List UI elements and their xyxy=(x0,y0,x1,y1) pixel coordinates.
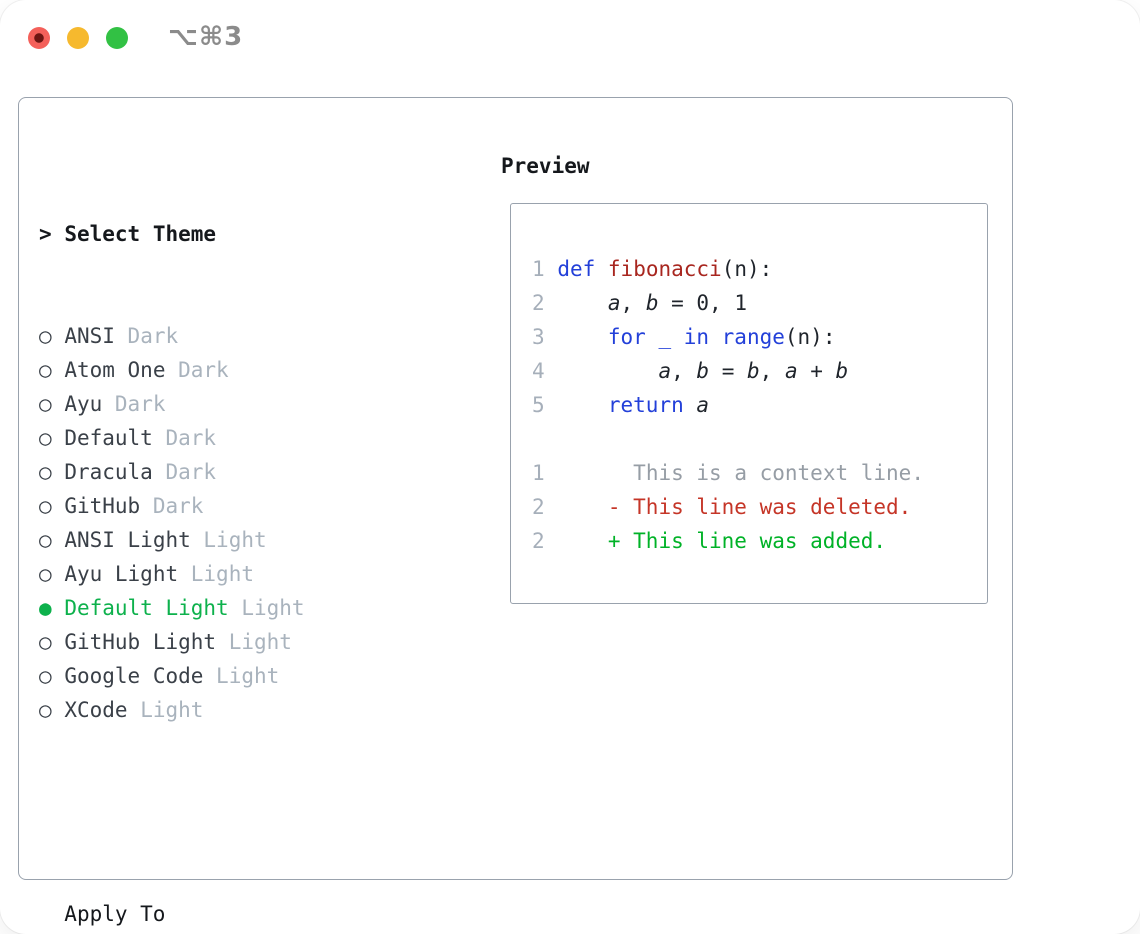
theme-name: Dracula xyxy=(64,460,153,484)
theme-selector-panel: > Select Theme ○ ANSI Dark○ Atom One Dar… xyxy=(18,97,1013,926)
theme-variant-tag: Light xyxy=(203,528,267,552)
code-line: 2 - This line was deleted. xyxy=(532,495,912,519)
radio-unselected-icon: ○ xyxy=(39,426,52,450)
theme-variant-tag: Light xyxy=(241,596,305,620)
theme-name: Atom One xyxy=(64,358,166,382)
theme-option[interactable]: ○ Google Code Light xyxy=(39,659,393,693)
theme-option[interactable]: ○ GitHub Light Light xyxy=(39,625,393,659)
theme-name: Ayu xyxy=(64,392,103,416)
code-preview: 1 def fibonacci(n): 2 a, b = 0, 1 3 for _ … xyxy=(532,252,924,558)
theme-name: ANSI xyxy=(64,324,115,348)
radio-unselected-icon: ○ xyxy=(39,630,52,654)
apply-to-header: Apply To xyxy=(39,897,393,931)
theme-option[interactable]: ○ Ayu Light Light xyxy=(39,557,393,591)
radio-unselected-icon: ○ xyxy=(39,562,52,586)
theme-list: ○ ANSI Dark○ Atom One Dark○ Ayu Dark○ De… xyxy=(39,319,393,727)
focus-marker-icon: > xyxy=(39,222,52,246)
code-line: 5 return a xyxy=(532,393,710,417)
code-line: 2 + This line was added. xyxy=(532,529,887,553)
close-icon[interactable] xyxy=(28,27,50,49)
theme-option[interactable]: ○ XCode Light xyxy=(39,693,393,727)
theme-selector-column: > Select Theme ○ ANSI Dark○ Atom One Dar… xyxy=(39,149,393,934)
radio-unselected-icon: ○ xyxy=(39,528,52,552)
zoom-icon[interactable] xyxy=(106,27,128,49)
radio-unselected-icon: ○ xyxy=(39,460,52,484)
theme-option[interactable]: ○ Dracula Dark xyxy=(39,455,393,489)
theme-variant-tag: Light xyxy=(190,562,254,586)
theme-variant-tag: Dark xyxy=(114,392,166,416)
code-line xyxy=(532,422,924,456)
radio-unselected-icon: ○ xyxy=(39,664,52,688)
preview-header: Preview xyxy=(501,154,590,178)
theme-name: GitHub xyxy=(64,494,141,518)
radio-unselected-icon: ○ xyxy=(39,494,52,518)
theme-name: Default xyxy=(64,426,153,450)
radio-unselected-icon: ○ xyxy=(39,324,52,348)
theme-variant-tag: Light xyxy=(216,664,280,688)
theme-name: XCode xyxy=(64,698,128,722)
theme-variant-tag: Light xyxy=(228,630,292,654)
theme-variant-tag: Dark xyxy=(165,460,217,484)
theme-option[interactable]: ○ ANSI Dark xyxy=(39,319,393,353)
theme-option[interactable]: ● Default Light Light xyxy=(39,591,393,625)
theme-variant-tag: Dark xyxy=(178,358,229,382)
theme-option[interactable]: ○ GitHub Dark xyxy=(39,489,393,523)
code-line: 2 a, b = 0, 1 xyxy=(532,291,747,315)
code-line: 1 This is a context line. xyxy=(532,461,924,485)
theme-option[interactable]: ○ Atom One Dark xyxy=(39,353,393,387)
theme-option[interactable]: ○ Ayu Dark xyxy=(39,387,393,421)
radio-unselected-icon: ○ xyxy=(39,358,52,382)
theme-option[interactable]: ○ Default Dark xyxy=(39,421,393,455)
theme-name: Ayu Light xyxy=(64,562,179,586)
theme-variant-tag: Light xyxy=(140,698,204,722)
spacer xyxy=(39,795,393,829)
minimize-icon[interactable] xyxy=(67,27,89,49)
select-theme-header-label: Select Theme xyxy=(64,222,217,246)
titlebar: ⌥⌘3 xyxy=(0,0,1140,76)
preview-box: 1 def fibonacci(n): 2 a, b = 0, 1 3 for _ … xyxy=(510,203,988,604)
theme-name: ANSI Light xyxy=(64,528,191,552)
radio-unselected-icon: ○ xyxy=(39,698,52,722)
radio-selected-icon: ● xyxy=(39,596,52,620)
select-theme-header: > Select Theme xyxy=(39,217,393,251)
code-line: 3 for _ in range(n): xyxy=(532,325,836,349)
apply-to-header-label: Apply To xyxy=(64,902,166,926)
theme-option[interactable]: ○ ANSI Light Light xyxy=(39,523,393,557)
window-title: ⌥⌘3 xyxy=(168,21,244,52)
traffic-lights xyxy=(28,27,128,49)
code-line: 1 def fibonacci(n): xyxy=(532,257,773,281)
theme-name: GitHub Light xyxy=(64,630,217,654)
theme-variant-tag: Dark xyxy=(127,324,179,348)
theme-name: Google Code xyxy=(64,664,204,688)
theme-variant-tag: Dark xyxy=(152,494,204,518)
radio-unselected-icon: ○ xyxy=(39,392,52,416)
theme-name: Default Light xyxy=(64,596,229,620)
code-line: 4 a, b = b, a + b xyxy=(532,359,849,383)
theme-variant-tag: Dark xyxy=(165,426,217,450)
